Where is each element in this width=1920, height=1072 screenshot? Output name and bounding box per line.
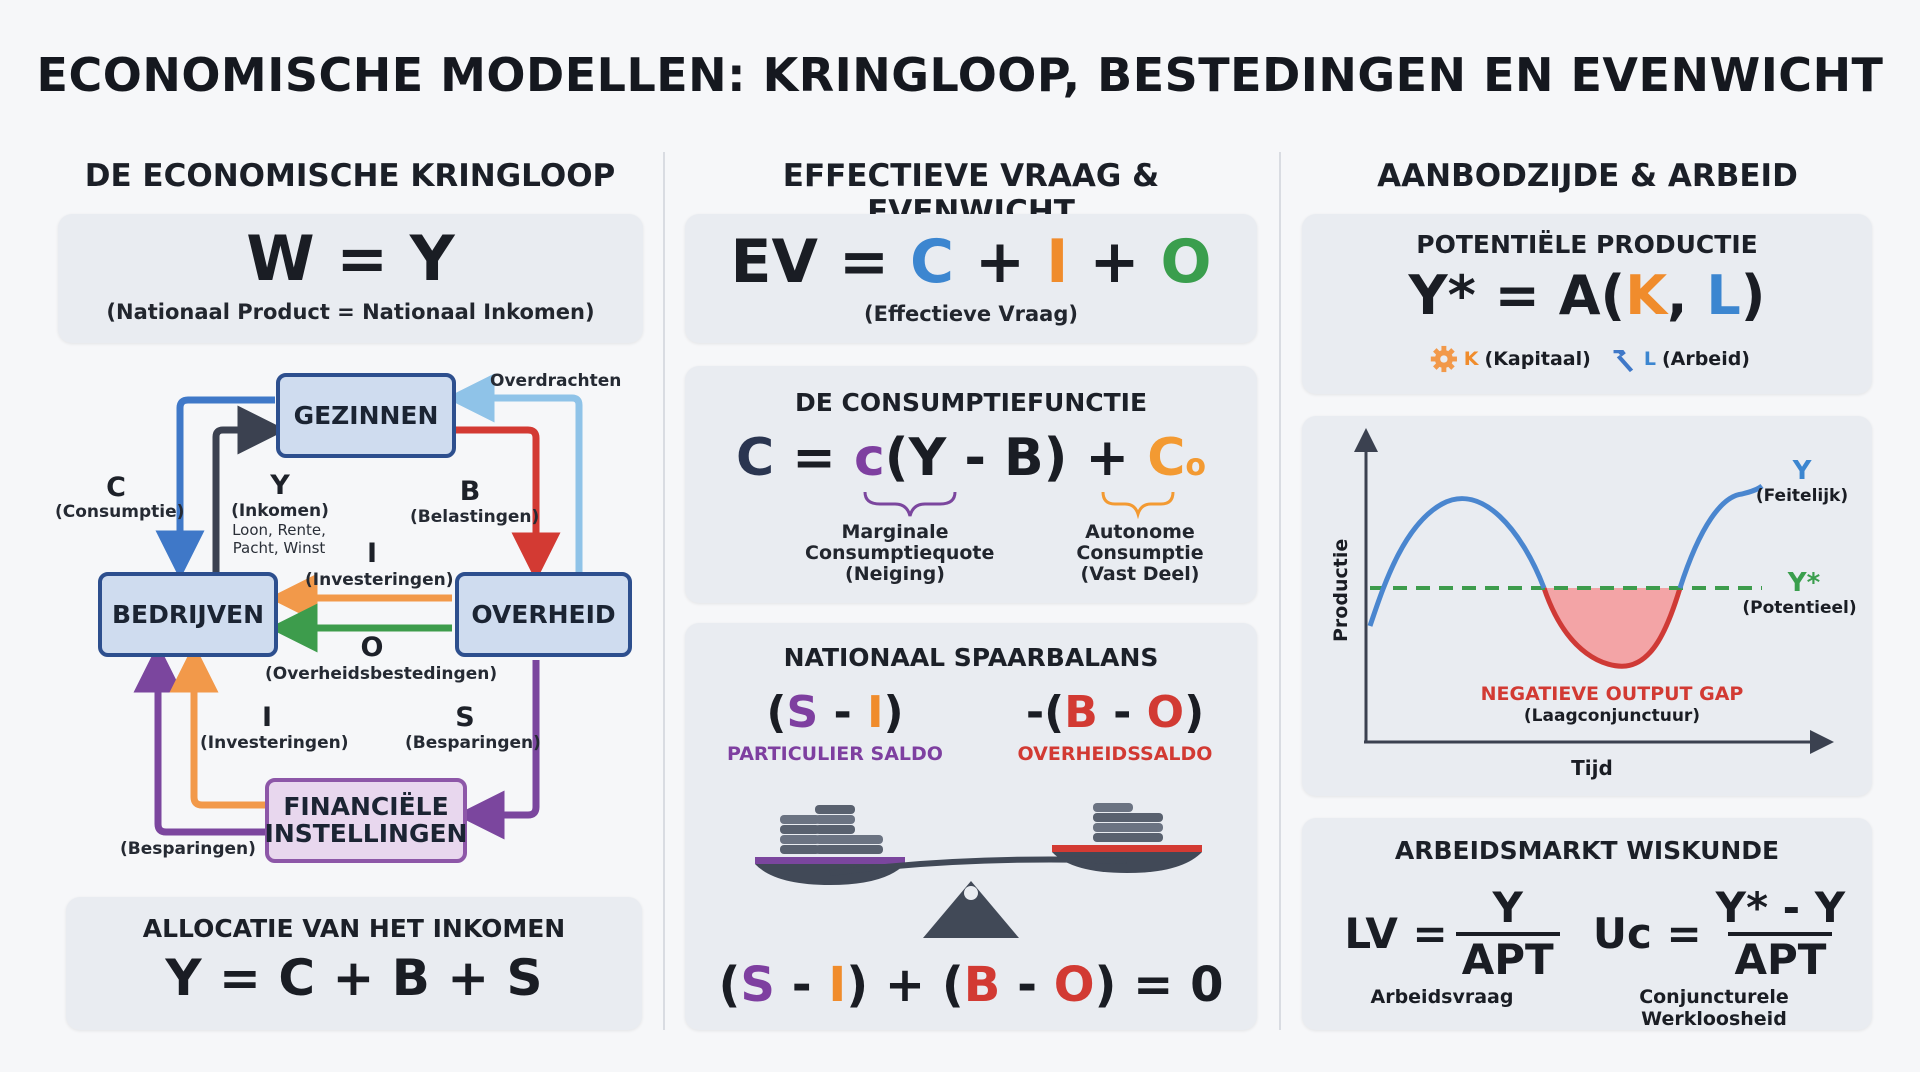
gear-icon (1430, 345, 1457, 373)
label-autonome-consumptie: Autonome Consumptie (Vast Deel) (1076, 521, 1204, 585)
formula-caption: (Nationaal Product = Nationaal Inkomen) (106, 300, 595, 324)
consumptiefunctie-formula: C = c(Y - B) + Co (736, 428, 1206, 488)
ev-caption: (Effectieve Vraag) (864, 302, 1078, 326)
column-divider (663, 152, 665, 1030)
consumptiefunctie-title: DE CONSUMPTIEFUNCTIE (794, 388, 1148, 417)
arrow-overdrachten (445, 373, 583, 572)
label-i-bottom: I (261, 702, 273, 733)
potentiele-productie-formula: Y* = A(K, L) (1408, 264, 1766, 327)
label-actual-desc: (Feitelijk) (1755, 486, 1849, 506)
actual-output-curve-left (1367, 496, 1547, 627)
label-particulier-saldo: PARTICULIER SALDO (727, 743, 943, 765)
label-conjuncturele-werkloosheid: Conjuncturele Werkloosheid (1639, 986, 1789, 1030)
column-title-kringloop: DE ECONOMISCHE KRINGLOOP (84, 158, 616, 194)
output-gap-area (1544, 588, 1680, 667)
arrow-inkomen (212, 405, 287, 572)
label-s: S (455, 702, 475, 733)
label-belastingen: (Belastingen) (410, 507, 540, 527)
formula-w-y: W = Y (246, 222, 455, 295)
node-financiele-instellingen: FINANCIËLE INSTELLINGEN (265, 778, 467, 863)
label-inkomen-detail-2: Pacht, Winst (232, 539, 326, 557)
brace-autonome (1101, 491, 1175, 520)
column-title-aanbod: AANBODZIJDE & ARBEID (1377, 158, 1798, 194)
allocatie-card: ALLOCATIE VAN HET INKOMEN Y = C + B + S (66, 897, 642, 1030)
label-c: C (106, 472, 126, 503)
label-arbeidsvraag: Arbeidsvraag (1370, 986, 1514, 1008)
label-investeringen-bottom: (Investeringen) (200, 733, 349, 753)
output-gap-curve (1541, 587, 1683, 669)
hammer-icon (1613, 350, 1633, 373)
label-actual-y: Y (1792, 456, 1812, 486)
coin-stack-right (1093, 803, 1163, 842)
allocatie-title: ALLOCATIE VAN HET INKOMEN (142, 914, 566, 943)
pan-left-rim (755, 857, 905, 864)
label-investeringen-top: (Investeringen) (305, 570, 454, 590)
ev-card: EV = C + I + O (Effectieve Vraag) (685, 214, 1257, 343)
label-overheidssaldo: OVERHEIDSSALDO (1017, 743, 1213, 765)
output-gap-chart (1354, 428, 1834, 754)
y-axis-label: Productie (1330, 538, 1352, 642)
arrow-besparingen-left (133, 643, 267, 836)
label-besparingen-s: (Besparingen) (405, 733, 541, 753)
label-laagconjunctuur: (Laagconjunctuur) (1523, 706, 1701, 726)
node-gezinnen: GEZINNEN (276, 373, 456, 458)
node-overheid: OVERHEID (455, 572, 632, 657)
allocatie-formula: Y = C + B + S (165, 949, 543, 1007)
scale-fulcrum (923, 881, 1019, 938)
scale-beam (829, 856, 1128, 876)
scale-pivot (964, 886, 978, 900)
spaarbalans-equation: (S - I) + (B - O) = 0 (718, 957, 1224, 1013)
label-overdrachten: Overdrachten (490, 371, 622, 391)
spaarbalans-title: NATIONAAL SPAARBALANS (783, 643, 1159, 672)
label-i-top: I (366, 538, 378, 569)
output-gap-chart-card: Productie Tijd Y (Feitelijk) Y* (Potenti… (1302, 416, 1872, 796)
label-besparingen: (Besparingen) (120, 839, 256, 859)
arrow-investeringen-bottom (169, 643, 267, 809)
spaarbalans-card: NATIONAAL SPAARBALANS (S - I) PARTICULIE… (685, 623, 1257, 1030)
potentiele-productie-card: POTENTIËLE PRODUCTIE Y* = A(K, L) K (Kap… (1302, 214, 1872, 394)
actual-output-curve-right (1677, 483, 1764, 589)
arrow-consumptie (155, 396, 275, 580)
balance-scale-icon (755, 803, 1202, 938)
label-overheidsbestedingen: (Overheidsbestedingen) (265, 664, 498, 684)
coin-stack-left (780, 805, 883, 854)
label-inkomen: (Inkomen) (231, 501, 329, 521)
arbeidsmarkt-title: ARBEIDSMARKT WISKUNDE (1394, 836, 1780, 865)
formula-card-w-y: W = Y (Nationaal Product = Nationaal Ink… (58, 214, 643, 343)
label-o: O (360, 632, 384, 663)
brace-marginale (863, 491, 957, 517)
label-potential-y: Y* (1787, 568, 1821, 598)
overheid-formula: -(B - O) (1025, 687, 1205, 738)
page-title: ECONOMISCHE MODELLEN: KRINGLOOP, BESTEDI… (36, 48, 1884, 102)
consumptiefunctie-card: DE CONSUMPTIEFUNCTIE C = c(Y - B) + Co M… (685, 366, 1257, 603)
label-potential-desc: (Potentieel) (1742, 598, 1857, 618)
factor-legend: K (Kapitaal) L (Arbeid) (1430, 344, 1750, 374)
label-inkomen-detail-1: Loon, Rente, (232, 521, 326, 539)
x-axis-label: Tijd (1571, 756, 1613, 780)
particulier-formula: (S - I) (766, 687, 904, 738)
arrow-belastingen (455, 426, 561, 582)
label-output-gap: NEGATIEVE OUTPUT GAP (1480, 683, 1744, 705)
label-consumptie: (Consumptie) (55, 502, 185, 522)
ev-formula: EV = C + I + O (730, 227, 1212, 297)
potentiele-productie-title: POTENTIËLE PRODUCTIE (1416, 230, 1758, 259)
node-bedrijven: BEDRIJVEN (98, 572, 278, 657)
pan-right-rim (1052, 845, 1202, 852)
arrow-besparingen-right (455, 660, 540, 840)
label-b: B (459, 476, 481, 507)
column-divider (1279, 152, 1281, 1030)
label-marginale-consumptiequote: Marginale Consumptiequote (Neiging) (805, 521, 995, 585)
consumptie-braces (863, 491, 1175, 520)
label-y: Y (270, 470, 290, 501)
